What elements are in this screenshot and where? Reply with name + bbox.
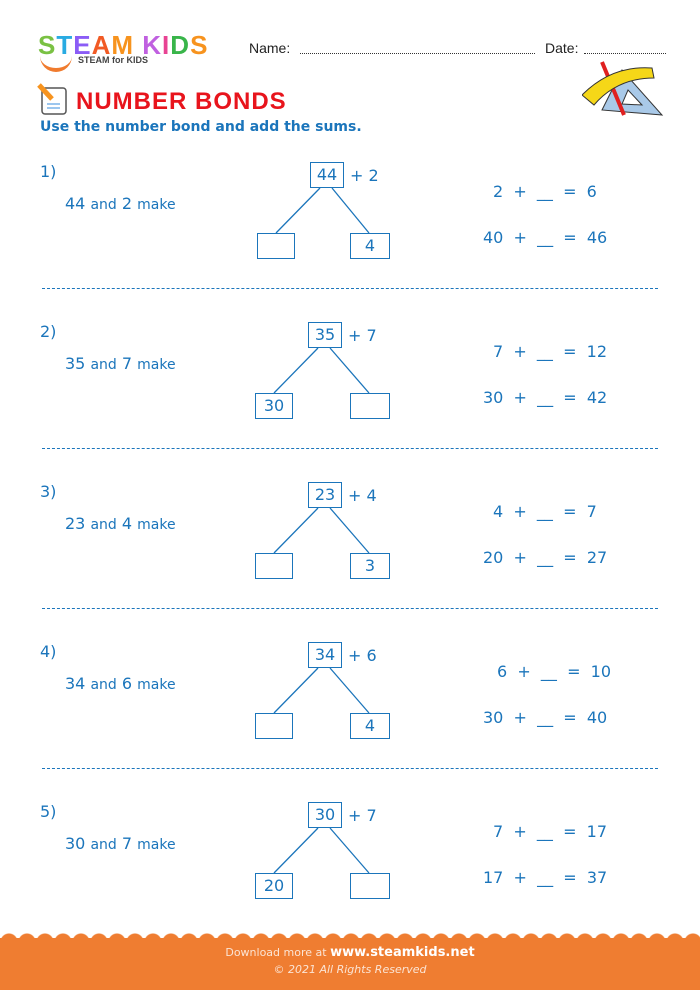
footer-download: Download more at www.steamkids.net: [225, 945, 475, 960]
bond-whole-box: 35: [308, 322, 342, 348]
bond-whole-box: 34: [308, 642, 342, 668]
footer-copyright: © 2021 All Rights Reserved: [273, 963, 427, 976]
problem-number: 1): [40, 162, 57, 181]
footer-bar: [0, 938, 700, 990]
equation-2[interactable]: 17 + __ = 37: [483, 868, 608, 887]
section-divider: [42, 768, 658, 769]
problem-5: 5) 30 and 7 make 30 + 7 20 7 + __ = 17 1…: [0, 800, 700, 960]
name-label: Name:: [249, 40, 291, 56]
bond-lines: [275, 187, 370, 234]
date-field[interactable]: [584, 53, 666, 54]
problem-phrase: 23 and 4 make: [65, 514, 176, 533]
problem-number: 3): [40, 482, 57, 501]
section-divider: [42, 608, 658, 609]
instructions: Use the number bond and add the sums.: [40, 119, 362, 135]
equation-2[interactable]: 40 + __ = 46: [483, 228, 608, 247]
problem-4: 4) 34 and 6 make 34 + 6 4 6 + __ = 10 30…: [0, 640, 700, 800]
bond-whole-box: 23: [308, 482, 342, 508]
name-field[interactable]: [300, 53, 535, 54]
bond-lines: [273, 507, 370, 554]
bond-part-left-box[interactable]: [255, 713, 293, 739]
bond-part-right-box[interactable]: 4: [350, 233, 390, 259]
bond-part-right-box[interactable]: [350, 873, 390, 899]
problem-1: 1) 44 and 2 make 44 + 2 4 2 + __ = 6 40 …: [0, 160, 700, 320]
equation-2[interactable]: 20 + __ = 27: [483, 548, 608, 567]
problem-number: 5): [40, 802, 57, 821]
bond-addend: + 7: [348, 806, 377, 825]
bond-part-right-box[interactable]: 3: [350, 553, 390, 579]
bond-part-left-box[interactable]: [255, 553, 293, 579]
bond-lines: [273, 667, 370, 714]
logo: STEAM KIDS: [38, 30, 209, 60]
logo-swoosh: [40, 56, 72, 72]
bond-addend: + 2: [350, 166, 379, 185]
bond-addend: + 7: [348, 326, 377, 345]
equation-1[interactable]: 2 + __ = 6: [493, 182, 597, 201]
problem-2: 2) 35 and 7 make 35 + 7 30 7 + __ = 12 3…: [0, 320, 700, 480]
problem-phrase: 30 and 7 make: [65, 834, 176, 853]
equation-2[interactable]: 30 + __ = 42: [483, 388, 608, 407]
bond-addend: + 6: [348, 646, 377, 665]
date-label: Date:: [545, 40, 579, 56]
problem-number: 2): [40, 322, 57, 341]
equation-1[interactable]: 7 + __ = 12: [493, 342, 608, 361]
ruler-triangle-icon: [582, 61, 664, 116]
page-title: NUMBER BONDS: [76, 88, 287, 115]
bond-part-right-box[interactable]: 4: [350, 713, 390, 739]
equation-2[interactable]: 30 + __ = 40: [483, 708, 608, 727]
bond-part-right-box[interactable]: [350, 393, 390, 419]
bond-lines: [273, 827, 370, 874]
bond-addend: + 4: [348, 486, 377, 505]
bond-part-left-box[interactable]: [257, 233, 295, 259]
equation-1[interactable]: 4 + __ = 7: [493, 502, 597, 521]
problem-phrase: 35 and 7 make: [65, 354, 176, 373]
equation-1[interactable]: 6 + __ = 10: [497, 662, 612, 681]
equation-1[interactable]: 7 + __ = 17: [493, 822, 608, 841]
bond-part-left-box[interactable]: 30: [255, 393, 293, 419]
footer-link[interactable]: www.steamkids.net: [330, 945, 475, 960]
bond-whole-box: 44: [310, 162, 344, 188]
problem-3: 3) 23 and 4 make 23 + 4 3 4 + __ = 7 20 …: [0, 480, 700, 640]
logo-subtitle: STEAM for KIDS: [78, 55, 149, 65]
section-divider: [42, 448, 658, 449]
bond-part-left-box[interactable]: 20: [255, 873, 293, 899]
worksheet-pencil-icon: [37, 83, 67, 115]
problem-number: 4): [40, 642, 57, 661]
problem-phrase: 34 and 6 make: [65, 674, 176, 693]
section-divider: [42, 288, 658, 289]
bond-lines: [273, 347, 370, 394]
problem-phrase: 44 and 2 make: [65, 194, 176, 213]
bond-whole-box: 30: [308, 802, 342, 828]
